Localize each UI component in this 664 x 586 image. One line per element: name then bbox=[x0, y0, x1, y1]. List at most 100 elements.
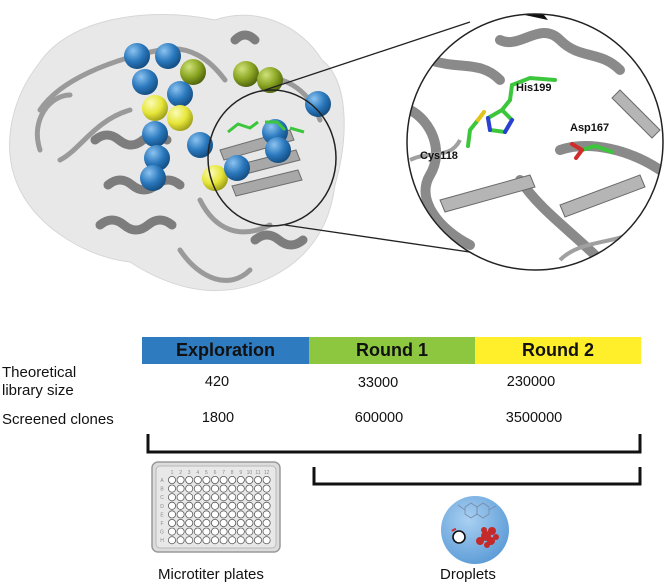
caption-microtiter-plates: Microtiter plates bbox=[158, 566, 264, 583]
plate-well bbox=[219, 510, 228, 519]
plate-well bbox=[185, 484, 194, 493]
his199-sticks bbox=[485, 75, 557, 135]
plate-row-label: E bbox=[160, 512, 164, 518]
substrate-molecule-icon bbox=[457, 502, 497, 519]
plate-well bbox=[228, 493, 237, 502]
zoom-source-ellipse bbox=[207, 89, 337, 227]
plate-well bbox=[210, 501, 219, 510]
plate-well bbox=[236, 484, 245, 493]
plate-well bbox=[262, 519, 271, 528]
cys118-sticks bbox=[466, 110, 486, 148]
plate-row-label: G bbox=[160, 530, 164, 536]
plate-well bbox=[176, 501, 185, 510]
bracket-droplet-rounds bbox=[312, 467, 642, 486]
plate-well bbox=[167, 484, 176, 493]
protein-structure bbox=[9, 13, 345, 292]
plate-well bbox=[193, 475, 202, 484]
plate-well bbox=[245, 536, 254, 545]
plate-well bbox=[210, 536, 219, 545]
screened-exploration: 1800 bbox=[201, 410, 235, 426]
plate-well bbox=[202, 510, 211, 519]
plate-well bbox=[253, 501, 262, 510]
residue-label-asp167: Asp167 bbox=[570, 122, 610, 134]
plate-well bbox=[202, 501, 211, 510]
plate-well bbox=[202, 527, 211, 536]
plate-well bbox=[185, 475, 194, 484]
plate-column-label: 10 bbox=[247, 470, 253, 476]
loop-ribbons bbox=[34, 46, 323, 283]
plate-well bbox=[193, 484, 202, 493]
plate-row-label: A bbox=[160, 478, 164, 484]
header-bar-round2 bbox=[475, 337, 641, 364]
plate-well bbox=[185, 527, 194, 536]
plate-well bbox=[176, 519, 185, 528]
plate-well bbox=[167, 527, 176, 536]
plate-well bbox=[210, 510, 219, 519]
plate-well bbox=[245, 493, 254, 502]
plate-well bbox=[245, 510, 254, 519]
residue-label-his199: His199 bbox=[516, 82, 552, 94]
plate-column-label: 2 bbox=[179, 470, 182, 476]
plate-well bbox=[245, 527, 254, 536]
plate-well bbox=[253, 519, 262, 528]
plate-well bbox=[236, 501, 245, 510]
plate-well bbox=[219, 519, 228, 528]
plate-well bbox=[176, 527, 185, 536]
header-round2: Round 2 bbox=[522, 340, 594, 360]
plate-well bbox=[253, 510, 262, 519]
plate-well bbox=[202, 484, 211, 493]
plate-row-label: H bbox=[160, 538, 164, 544]
header-round1: Round 1 bbox=[356, 340, 428, 360]
plate-well bbox=[219, 484, 228, 493]
plate-well bbox=[176, 536, 185, 545]
plate-column-label: 3 bbox=[188, 470, 191, 476]
plate-well bbox=[193, 536, 202, 545]
plate-well bbox=[228, 510, 237, 519]
plate-column-label: 8 bbox=[231, 470, 234, 476]
plate-row-label: B bbox=[160, 487, 164, 493]
active-site-sticks-small bbox=[227, 120, 305, 134]
plate-well bbox=[185, 501, 194, 510]
plate-well bbox=[262, 493, 271, 502]
plate-well bbox=[262, 475, 271, 484]
bracket-all-rounds bbox=[146, 434, 642, 454]
plate-well bbox=[236, 493, 245, 502]
plate-well bbox=[253, 493, 262, 502]
plate-well bbox=[202, 519, 211, 528]
plate-well bbox=[167, 536, 176, 545]
plate-well bbox=[210, 527, 219, 536]
plate-well bbox=[228, 519, 237, 528]
theoretical-round2: 230000 bbox=[506, 374, 556, 390]
plate-well bbox=[185, 519, 194, 528]
plate-well bbox=[245, 484, 254, 493]
residue-label-cys118: Cys118 bbox=[420, 150, 458, 162]
plate-column-label: 9 bbox=[239, 470, 242, 476]
plate-well bbox=[219, 475, 228, 484]
plate-well bbox=[236, 475, 245, 484]
theoretical-exploration: 420 bbox=[204, 374, 230, 390]
plate-well bbox=[253, 536, 262, 545]
plate-column-label: 11 bbox=[255, 470, 260, 476]
plate-well bbox=[185, 510, 194, 519]
plate-well bbox=[176, 484, 185, 493]
row-label-theoretical-line1: Theoretical bbox=[2, 364, 77, 381]
enzyme-icon bbox=[476, 527, 499, 548]
plate-well bbox=[202, 493, 211, 502]
plate-well bbox=[210, 475, 219, 484]
plate-well bbox=[219, 536, 228, 545]
plate-well bbox=[193, 519, 202, 528]
plate-row-label: D bbox=[160, 504, 164, 510]
zoom-line-bottom bbox=[284, 224, 491, 256]
plate-well bbox=[228, 536, 237, 545]
plate-well bbox=[262, 510, 271, 519]
plate-well bbox=[236, 536, 245, 545]
active-site-zoom bbox=[406, 13, 664, 271]
plate-well bbox=[210, 519, 219, 528]
plate-well bbox=[236, 510, 245, 519]
plate-well bbox=[219, 527, 228, 536]
plate-well bbox=[176, 475, 185, 484]
plate-well bbox=[210, 484, 219, 493]
plate-well bbox=[167, 475, 176, 484]
plate-well bbox=[228, 527, 237, 536]
